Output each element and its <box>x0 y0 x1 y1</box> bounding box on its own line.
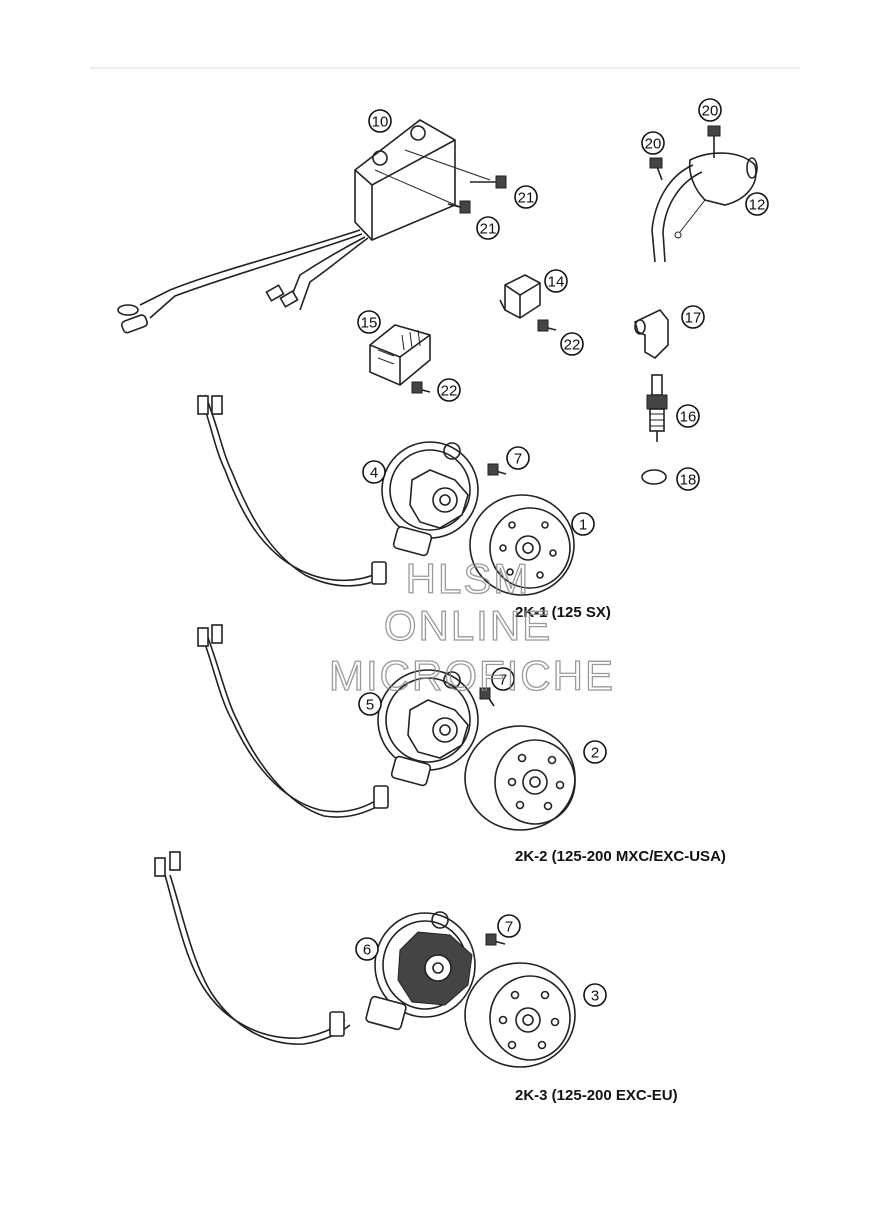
callout-number: 20 <box>645 136 662 153</box>
callout-number: 21 <box>480 221 497 238</box>
seal-ring-part <box>641 469 667 485</box>
callout-circle <box>571 512 595 536</box>
bolt-7-group2 <box>479 687 495 707</box>
callout-number: 3 <box>591 988 599 1005</box>
callout-circle <box>745 192 769 216</box>
callout-number: 5 <box>366 697 374 714</box>
callout-number: 4 <box>370 465 378 482</box>
cdi-unit-part <box>117 119 491 334</box>
watermark-line-3: MICROFICHE <box>329 652 615 699</box>
callout-circle <box>506 446 530 470</box>
callout-number: 7 <box>499 672 507 689</box>
callout-number: 17 <box>685 310 702 327</box>
bolt-20-upper <box>707 125 721 158</box>
callout-number: 2 <box>591 745 599 762</box>
callout-number: 1 <box>579 517 587 534</box>
callout-circle <box>676 404 700 428</box>
bolt-20-lower <box>649 157 663 181</box>
callout-number: 10 <box>372 114 389 131</box>
callout-number: 7 <box>514 451 522 468</box>
bolt-21-lower <box>447 200 471 214</box>
callout-number: 6 <box>363 942 371 959</box>
callout-circle <box>368 109 392 133</box>
callout-circle <box>357 310 381 334</box>
bolt-7-group3 <box>485 933 506 946</box>
spark-plug-part <box>646 374 668 442</box>
callout-circle <box>681 305 705 329</box>
bolt-22-upper <box>537 319 557 332</box>
callout-circle <box>583 740 607 764</box>
callout-circle <box>355 937 379 961</box>
flywheel-2-part <box>464 725 576 831</box>
callout-circle <box>544 269 568 293</box>
relay-part <box>499 274 541 319</box>
spark-plug-cap-part <box>634 309 669 360</box>
watermark-line-2: ONLINE <box>384 602 552 649</box>
callout-circle <box>583 983 607 1007</box>
callout-circle <box>698 98 722 122</box>
callout-number: 12 <box>749 197 766 214</box>
callout-circle <box>437 378 461 402</box>
callout-circle <box>676 467 700 491</box>
stator-4-part <box>197 394 479 587</box>
callout-circle <box>641 131 665 155</box>
callout-circle <box>491 667 515 691</box>
stator-6-part <box>154 851 476 1045</box>
callout-circle <box>497 914 521 938</box>
ignition-coil-part <box>651 152 758 263</box>
callout-circle <box>476 216 500 240</box>
flywheel-3-part <box>464 962 576 1068</box>
callout-number: 15 <box>361 315 378 332</box>
regulator-part <box>369 324 431 386</box>
callout-number: 14 <box>548 274 565 291</box>
callout-number: 7 <box>505 919 513 936</box>
bolt-7-group1 <box>487 463 507 476</box>
callout-number: 20 <box>702 103 719 120</box>
watermark: HLSM ONLINE MICROFICHE <box>328 554 615 699</box>
callout-number: 18 <box>680 472 697 489</box>
callout-circle <box>514 185 538 209</box>
callout-number: 22 <box>564 337 581 354</box>
stator-5-part <box>197 624 479 818</box>
caption-2k-1: 2K-1 (125 SX) <box>515 604 611 621</box>
caption-2k-2: 2K-2 (125-200 MXC/EXC-USA) <box>515 848 726 865</box>
callout-circle <box>362 460 386 484</box>
flywheel-1-part <box>469 494 575 596</box>
callout-number: 21 <box>518 190 535 207</box>
caption-2k-3: 2K-3 (125-200 EXC-EU) <box>515 1087 678 1104</box>
callout-circle <box>358 692 382 716</box>
bolt-22-lower <box>411 381 431 394</box>
callout-number: 22 <box>441 383 458 400</box>
bolt-21-upper <box>470 175 507 189</box>
watermark-line-1: HLSM <box>406 555 531 602</box>
callout-number: 16 <box>680 409 697 426</box>
callout-circle <box>560 332 584 356</box>
